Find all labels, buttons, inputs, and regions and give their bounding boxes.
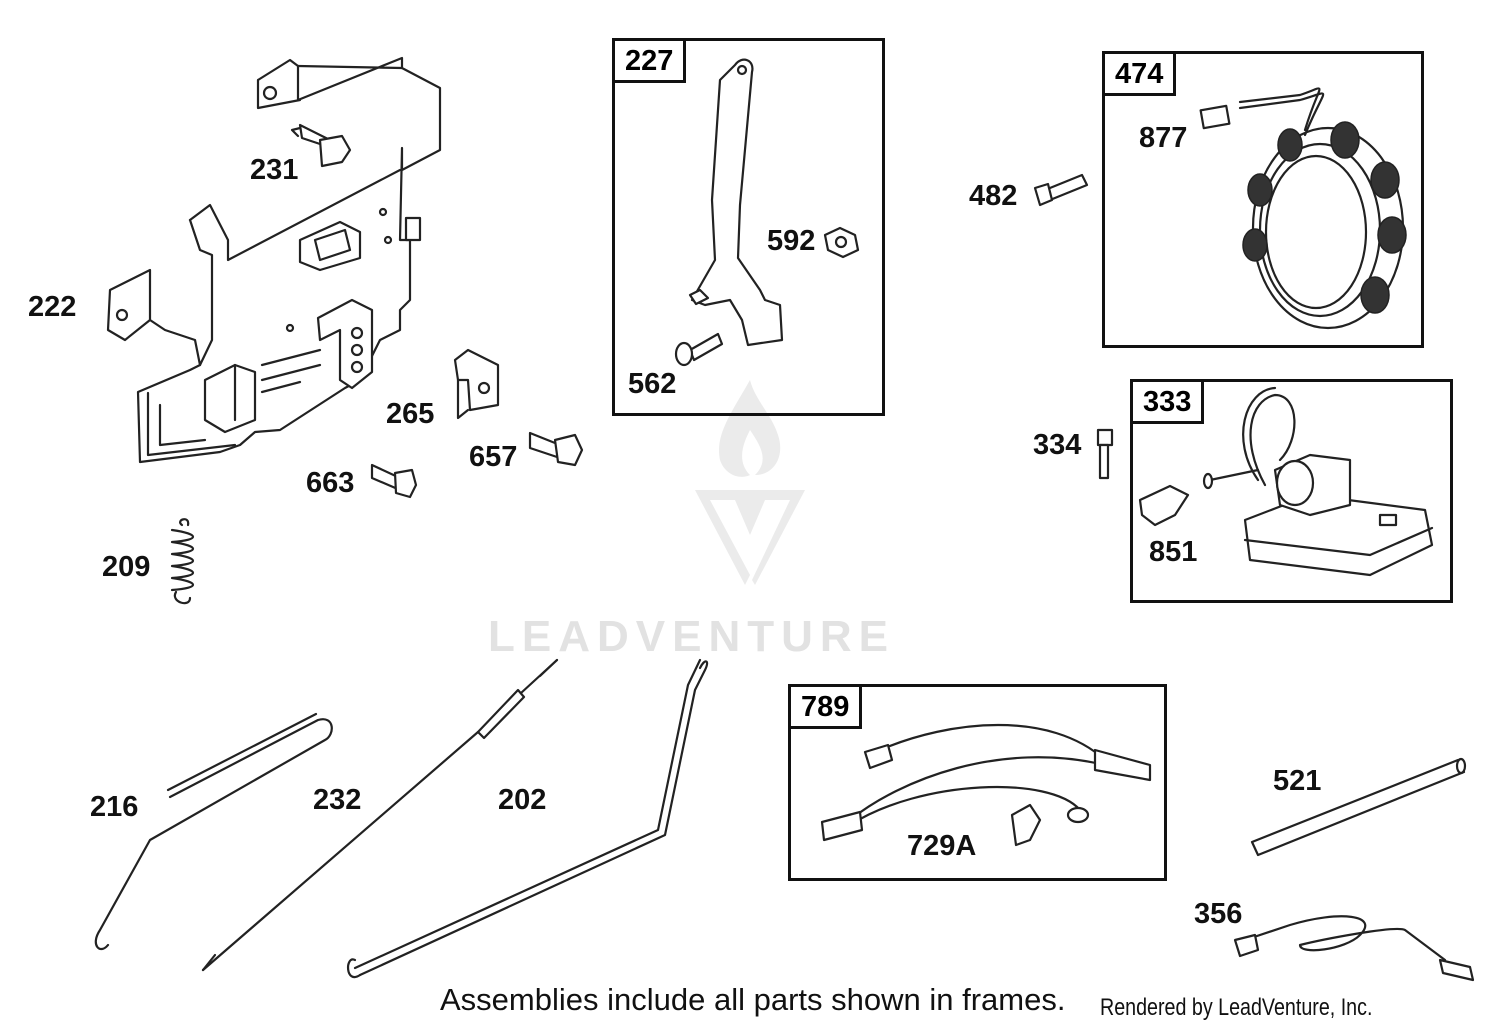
footer-note: Assemblies include all parts shown in fr… bbox=[440, 982, 1066, 1017]
label-232: 232 bbox=[313, 784, 362, 816]
link-216 bbox=[94, 712, 333, 951]
label-334: 334 bbox=[1033, 429, 1082, 461]
throttle-lever-227 bbox=[688, 58, 784, 347]
label-729A: 729A bbox=[907, 830, 977, 862]
credit-text: Rendered by LeadVenture, Inc. bbox=[1100, 994, 1373, 1021]
cable-232 bbox=[201, 658, 559, 972]
rod-202 bbox=[347, 658, 709, 979]
label-202: 202 bbox=[498, 784, 547, 816]
frame-tag-333: 333 bbox=[1133, 382, 1205, 424]
label-482: 482 bbox=[969, 180, 1018, 212]
watermark-logo bbox=[695, 380, 805, 585]
bolt-231 bbox=[290, 123, 352, 168]
label-209: 209 bbox=[102, 551, 151, 583]
control-bracket-222 bbox=[106, 56, 442, 464]
label-851: 851 bbox=[1149, 536, 1198, 568]
label-663: 663 bbox=[306, 467, 355, 499]
label-222: 222 bbox=[28, 291, 77, 323]
label-592: 592 bbox=[767, 225, 816, 257]
screw-334 bbox=[1096, 428, 1114, 480]
screw-482 bbox=[1033, 173, 1089, 207]
label-521: 521 bbox=[1273, 765, 1322, 797]
frame-tag-789: 789 bbox=[791, 687, 863, 729]
spring-209 bbox=[170, 518, 195, 605]
watermark-text: LEADVENTURE bbox=[488, 612, 896, 661]
label-877: 877 bbox=[1139, 122, 1188, 154]
label-657: 657 bbox=[469, 441, 518, 473]
screw-562 bbox=[674, 332, 724, 367]
label-231: 231 bbox=[250, 154, 299, 186]
frame-227: 227 bbox=[612, 38, 885, 416]
frame-tag-227: 227 bbox=[615, 41, 687, 83]
ignition-armature-333 bbox=[1138, 386, 1434, 577]
wire-harness-789 bbox=[820, 723, 1152, 847]
label-265: 265 bbox=[386, 398, 435, 430]
bolt-657 bbox=[528, 431, 584, 467]
frame-333: 333 bbox=[1130, 379, 1453, 603]
alternator-stator-877 bbox=[1199, 87, 1407, 330]
nut-592 bbox=[823, 226, 860, 259]
bolt-663 bbox=[370, 463, 418, 499]
frame-474: 474 bbox=[1102, 51, 1424, 348]
label-356: 356 bbox=[1194, 898, 1243, 930]
clip-265 bbox=[453, 348, 500, 420]
tube-521 bbox=[1250, 757, 1467, 857]
label-562: 562 bbox=[628, 368, 677, 400]
wire-356 bbox=[1233, 915, 1475, 982]
frame-tag-474: 474 bbox=[1105, 54, 1177, 96]
frame-789: 789 bbox=[788, 684, 1167, 881]
label-216: 216 bbox=[90, 791, 139, 823]
